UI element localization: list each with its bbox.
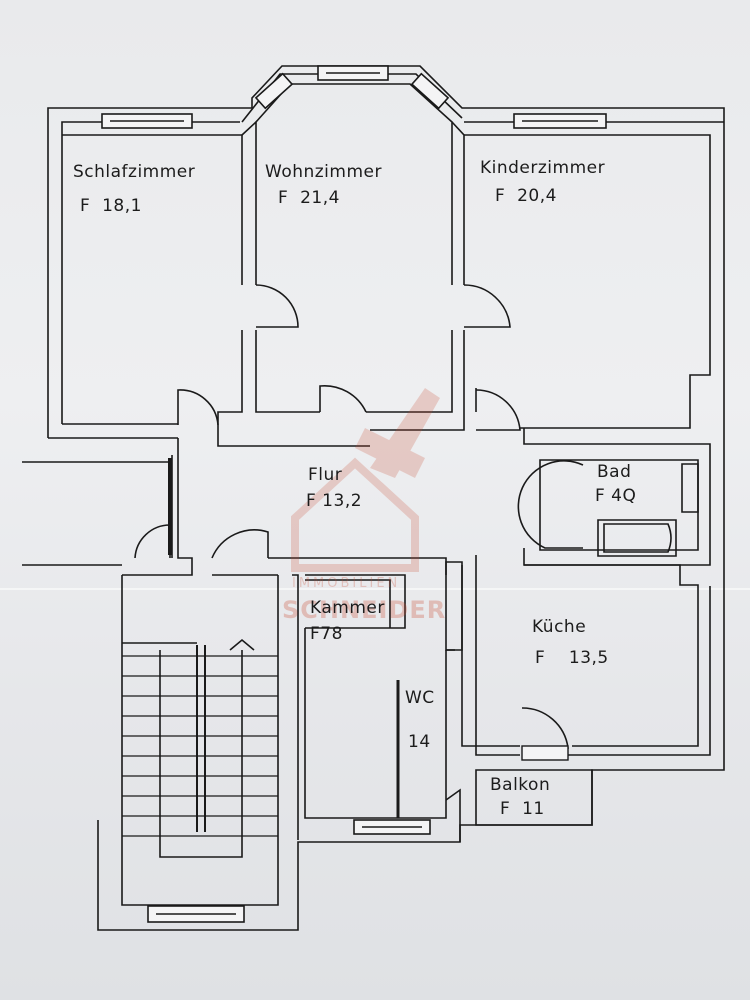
bad-sink xyxy=(681,463,699,513)
kueche-left-outer xyxy=(475,555,520,756)
room-area-kinderzimmer: F 20,4 xyxy=(495,186,557,206)
door-bad xyxy=(517,460,584,549)
window-wohnzimmer-left xyxy=(254,72,294,110)
room-name-wc: WC xyxy=(405,688,435,708)
room-name-wohnzimmer: Wohnzimmer xyxy=(265,162,382,182)
bad-outer xyxy=(523,428,711,566)
room-area-schlafzimmer: F 18,1 xyxy=(80,196,142,216)
door-flur-top xyxy=(319,384,367,413)
kueche-wall xyxy=(524,564,699,747)
watermark-line2: SCHNEIDER xyxy=(282,596,447,624)
staircase-outer xyxy=(121,575,279,906)
room-area-kammer: F78 xyxy=(310,624,343,644)
room-area-kueche: F 13,5 xyxy=(535,648,609,668)
room-name-kammer: Kammer xyxy=(310,598,385,618)
wohnzimmer-right-lower xyxy=(370,330,465,431)
stair-rail xyxy=(196,645,206,832)
room-name-flur: Flur xyxy=(308,465,343,485)
door-schlafzimmer xyxy=(177,389,219,426)
watermark-logo xyxy=(291,388,440,572)
wohnzimmer-lower-right xyxy=(366,330,453,413)
wohnzimmer-right-wall xyxy=(451,121,465,285)
kammer-top xyxy=(268,557,447,575)
door-staircase-left xyxy=(134,524,171,559)
kammer-inner xyxy=(305,574,406,629)
room-area-bad: F 4Q xyxy=(595,486,637,506)
wohnzimmer-lower-left-inner xyxy=(255,330,320,413)
kinderzimmer-wall xyxy=(464,134,711,429)
room-area-wc: 14 xyxy=(408,732,431,752)
kammer-wall xyxy=(292,574,299,840)
bathtub-inner xyxy=(603,523,672,553)
window-kueche xyxy=(521,745,569,761)
wohnzimmer-lower-left xyxy=(217,330,370,447)
wc-right-wall xyxy=(445,788,461,842)
room-name-balkon: Balkon xyxy=(490,775,551,795)
kammer-box xyxy=(305,579,391,628)
bathtub xyxy=(597,519,677,557)
paper-fold-line xyxy=(0,588,750,590)
watermark-line1: IMMOBILIEN xyxy=(292,576,401,591)
wohnzimmer-left-wall xyxy=(241,120,257,285)
staircase-inner xyxy=(159,650,243,858)
kueche-chimney xyxy=(445,561,463,651)
kueche-left-wall xyxy=(461,565,520,747)
door-staircase-right xyxy=(211,529,269,559)
stairs-lines xyxy=(122,655,278,837)
door-flur-right xyxy=(475,389,521,431)
wohnzimmer-bay xyxy=(255,83,453,285)
kueche-bottom-outer xyxy=(568,586,711,756)
bad-inner xyxy=(539,459,699,551)
room-area-balkon: F 11 xyxy=(500,799,545,819)
room-area-flur: F 13,2 xyxy=(306,491,363,511)
stair-arrow xyxy=(229,638,255,651)
outer-wall-top-left xyxy=(47,65,725,931)
door-kueche-balkon xyxy=(521,707,569,749)
room-name-bad: Bad xyxy=(597,462,632,482)
door-kinderzimmer xyxy=(463,284,511,328)
door-wohnzimmer xyxy=(255,284,299,328)
window-sill-lines xyxy=(110,72,598,915)
room-name-schlafzimmer: Schlafzimmer xyxy=(73,162,196,182)
wc-wall xyxy=(304,628,447,819)
balkon xyxy=(475,769,593,826)
window-wohnzimmer-right xyxy=(410,72,450,110)
room-name-kueche: Küche xyxy=(532,617,587,637)
room-area-wohnzimmer: F 21,4 xyxy=(278,188,340,208)
flur-left-wall xyxy=(172,438,193,576)
room-name-kinderzimmer: Kinderzimmer xyxy=(480,158,606,178)
